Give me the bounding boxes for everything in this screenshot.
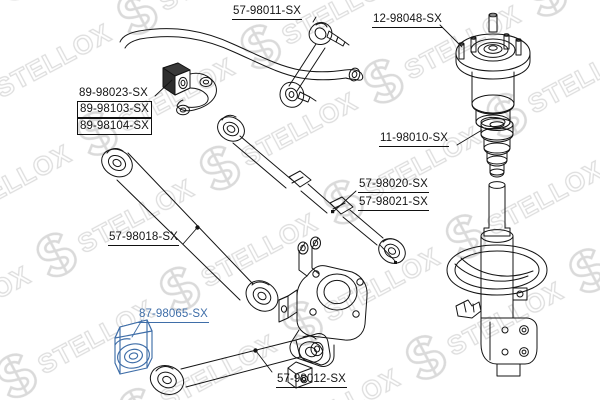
part-label-12-98048-SX[interactable]: 12-98048-SX	[372, 12, 443, 28]
part-label-89-98103-SX[interactable]: 89-98103-SX	[77, 101, 152, 118]
part-label-57-98012-SX[interactable]: 57-98012-SX	[276, 372, 347, 388]
part-label-57-98020-SX[interactable]: 57-98020-SX	[358, 177, 429, 193]
lower-control-arm-art	[149, 333, 331, 395]
shock-absorber-strut-art	[446, 181, 548, 377]
part-label-89-98104-SX[interactable]: 89-98104-SX	[77, 118, 152, 135]
part-label-89-98023-SX[interactable]: 89-98023-SX	[78, 86, 149, 102]
leader-lines	[131, 16, 483, 373]
part-label-57-98011-SX[interactable]: 57-98011-SX	[232, 4, 303, 20]
stabilizer-bar-art	[119, 28, 364, 82]
part-label-11-98010-SX[interactable]: 11-98010-SX	[379, 131, 450, 147]
secondary-trailing-arm-art	[113, 162, 115, 164]
part-label-57-98021-SX[interactable]: 57-98021-SX	[358, 195, 429, 211]
trailing-arm-art	[101, 148, 279, 312]
arm-bushing-art	[114, 319, 153, 375]
stabilizer-bushing-art	[162, 62, 217, 116]
part-label-57-98018-SX[interactable]: 57-98018-SX	[108, 230, 179, 246]
strut-mount-art	[455, 12, 531, 130]
part-label-87-98065-SX[interactable]: 87-98065-SX	[138, 307, 209, 323]
stabilizer-link-art	[279, 22, 350, 108]
bump-stop-art	[480, 118, 514, 178]
steering-knuckle-art	[278, 236, 368, 389]
